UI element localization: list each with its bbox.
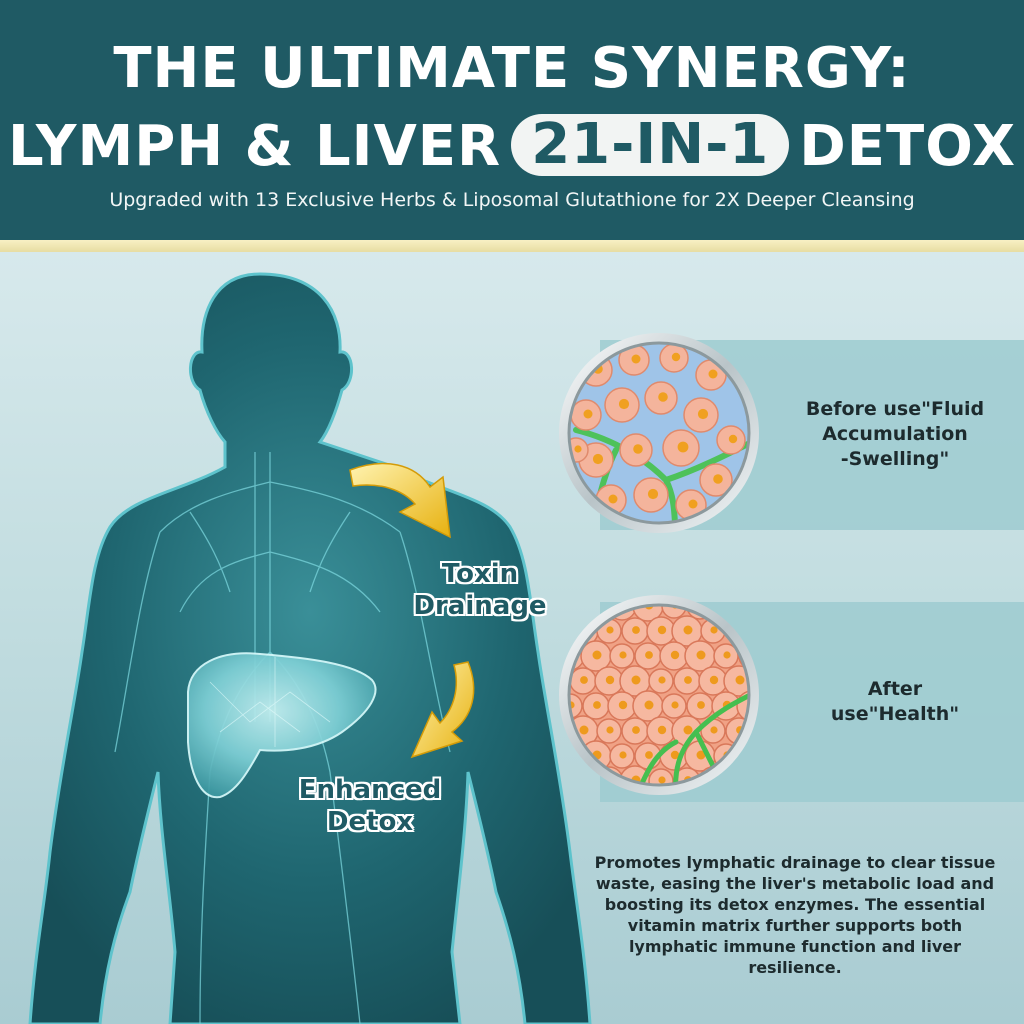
toxin-line-1: Toxin — [441, 559, 519, 589]
after-use-label: After use"Health" — [770, 677, 1020, 727]
benefit-description: Promotes lymphatic drainage to clear tis… — [594, 853, 996, 977]
toxin-line-2: Drainage — [413, 591, 547, 621]
after-cells-magnifier — [559, 595, 759, 795]
before-line-3: -Swelling" — [840, 448, 950, 470]
before-use-label: Before use"Fluid Accumulation -Swelling" — [770, 397, 1020, 472]
gold-divider-stripe — [0, 240, 1024, 252]
title-line-2-right: DETOX — [799, 114, 1017, 179]
body-silhouette — [28, 272, 592, 1024]
detox-line-2: Detox — [326, 807, 414, 837]
title-line-1: THE ULTIMATE SYNERGY: — [113, 36, 911, 101]
title-line-2-left: LYMPH & LIVER — [7, 114, 502, 179]
arrow-detox-icon — [410, 661, 475, 759]
vessel-network — [114, 452, 451, 1024]
before-cells-magnifier — [559, 333, 759, 533]
subtitle: Upgraded with 13 Exclusive Herbs & Lipos… — [109, 189, 915, 211]
human-body-illustration — [28, 272, 592, 1024]
title-badge: 21-IN-1 — [511, 114, 790, 176]
liver-illustration — [187, 652, 377, 799]
after-line-2: use"Health" — [830, 703, 960, 725]
before-line-2: Accumulation — [822, 423, 968, 445]
toxin-drainage-label: Toxin Drainage — [395, 558, 565, 622]
after-line-1: After — [867, 678, 923, 700]
detox-line-1: Enhanced — [298, 775, 442, 805]
arrow-toxin-icon — [349, 462, 451, 539]
main-panel: Toxin Drainage Enhanced Detox — [0, 252, 1024, 1024]
before-line-1: Before use"Fluid — [805, 398, 985, 420]
enhanced-detox-label: Enhanced Detox — [265, 774, 475, 838]
